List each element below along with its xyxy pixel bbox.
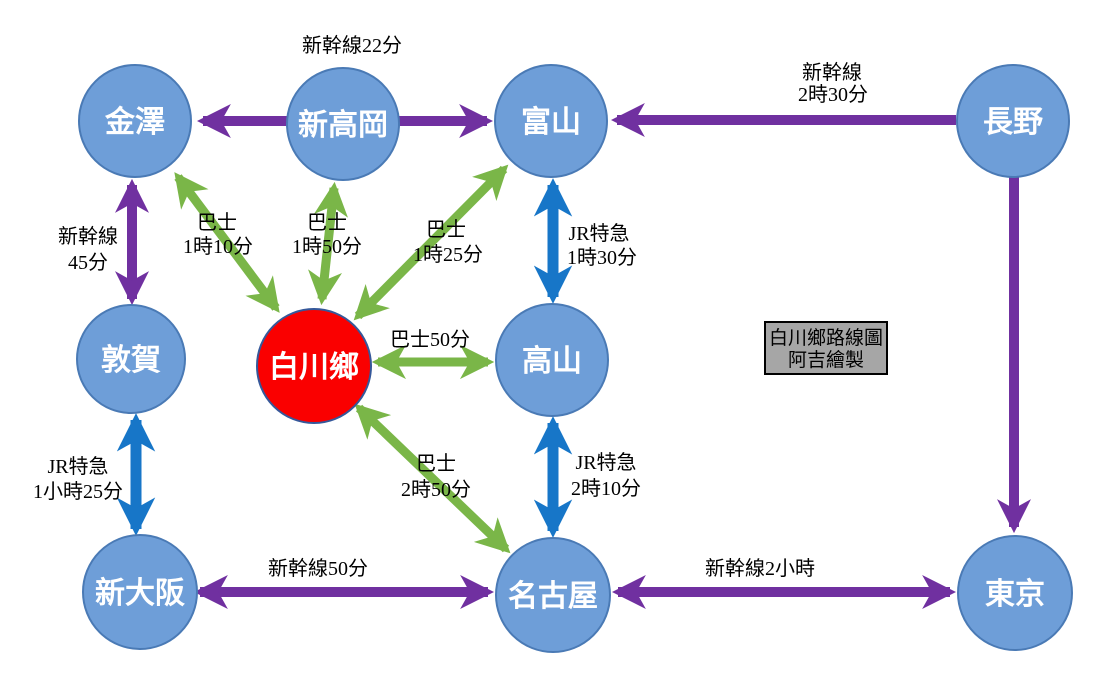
arrow-shirakawago-nagoya	[354, 403, 511, 554]
node-label-toyama: 富山	[521, 105, 581, 139]
node-label-shin-takaoka: 新高岡	[298, 109, 388, 142]
edge-label-takayama-nagoya-1: JR特急	[575, 451, 636, 474]
node-circle-nagano	[956, 64, 1070, 178]
node-takayama: 高山	[495, 303, 609, 417]
node-circle-nagoya	[495, 537, 611, 653]
edge-label-nagoya-tokyo: 新幹線2小時	[705, 556, 815, 580]
node-circle-takayama	[495, 303, 609, 417]
node-tokyo: 東京	[957, 535, 1073, 651]
edge-label-toyama-takayama-2: 1時30分	[567, 246, 637, 269]
node-circle-tsuruga	[76, 304, 186, 414]
edge-label-kanazawa-tsuruga-1: 新幹線	[58, 224, 118, 248]
arrow-shintakaoka-shirakawago	[308, 181, 348, 306]
node-circle-tokyo	[957, 535, 1073, 651]
node-label-kanazawa: 金澤	[104, 105, 165, 139]
node-tsuruga: 敦賀	[76, 304, 186, 414]
edge-label-kanazawa-tsuruga-2: 45分	[68, 251, 108, 274]
legend-box-rect	[764, 321, 888, 375]
node-label-nagoya: 名古屋	[508, 580, 598, 613]
arrow-kanazawa-shirakawago	[174, 172, 280, 313]
node-nagoya: 名古屋	[495, 537, 611, 653]
edge-label-tsuruga-shinosaka-2: 1小時25分	[33, 480, 123, 503]
node-nagano: 長野	[956, 64, 1070, 178]
node-label-shirakawa-go: 白川鄉	[269, 351, 359, 384]
edge-label-shintakaoka-corridor: 新幹線22分	[302, 33, 402, 57]
edge-label-shinosaka-nagoya: 新幹線50分	[268, 556, 368, 580]
edge-label-shirakawago-takayama: 巴士50分	[390, 328, 470, 351]
node-label-tokyo: 東京	[985, 577, 1045, 611]
edge-label-toyama-shirakawago-2: 1時25分	[413, 243, 483, 266]
legend-title: 白川鄉路線圖	[769, 327, 883, 349]
node-label-tsuruga: 敦賀	[101, 343, 161, 377]
node-toyama: 富山	[494, 64, 608, 178]
edge-label-tsuruga-shinosaka-1: JR特急	[47, 455, 108, 478]
node-circle-shin-osaka	[82, 534, 198, 650]
node-circle-shin-takaoka	[286, 67, 400, 181]
edge-label-shintakaoka-shirakawago-1: 巴士	[307, 211, 347, 234]
edge-label-toyama-takayama-1: JR特急	[568, 222, 629, 245]
node-label-shin-osaka: 新大阪	[95, 577, 185, 610]
legend-credit: 阿吉繪製	[788, 349, 864, 371]
edge-label-shintakaoka-shirakawago-2: 1時50分	[292, 235, 362, 258]
edge-label-kanazawa-shirakawago-1: 巴士	[197, 211, 237, 234]
node-shin-osaka: 新大阪	[82, 534, 198, 650]
edge-label-toyama-shirakawago-1: 巴士	[426, 218, 466, 241]
edge-label-takayama-nagoya-2: 2時10分	[571, 477, 641, 500]
node-circle-toyama	[494, 64, 608, 178]
node-circle-kanazawa	[78, 64, 192, 178]
arrow-toyama-shirakawago	[353, 164, 509, 321]
node-kanazawa: 金澤	[78, 64, 192, 178]
node-label-takayama: 高山	[522, 345, 582, 378]
node-circle-shirakawa-go	[256, 308, 372, 424]
edge-label-shirakawago-nagoya-2: 2時50分	[401, 478, 471, 501]
edge-label-shirakawago-nagoya-1: 巴士	[416, 452, 456, 475]
legend-box: 白川鄉路線圖 阿吉繪製	[764, 321, 888, 375]
edge-label-nagano-toyama-2: 2時30分	[798, 83, 868, 106]
edge-label-kanazawa-shirakawago-2: 1時10分	[183, 235, 253, 258]
edge-label-nagano-toyama-1: 新幹線	[802, 60, 862, 84]
node-shin-takaoka: 新高岡	[286, 67, 400, 181]
node-label-nagano: 長野	[983, 106, 1043, 139]
node-shirakawa-go: 白川鄉	[256, 308, 372, 424]
